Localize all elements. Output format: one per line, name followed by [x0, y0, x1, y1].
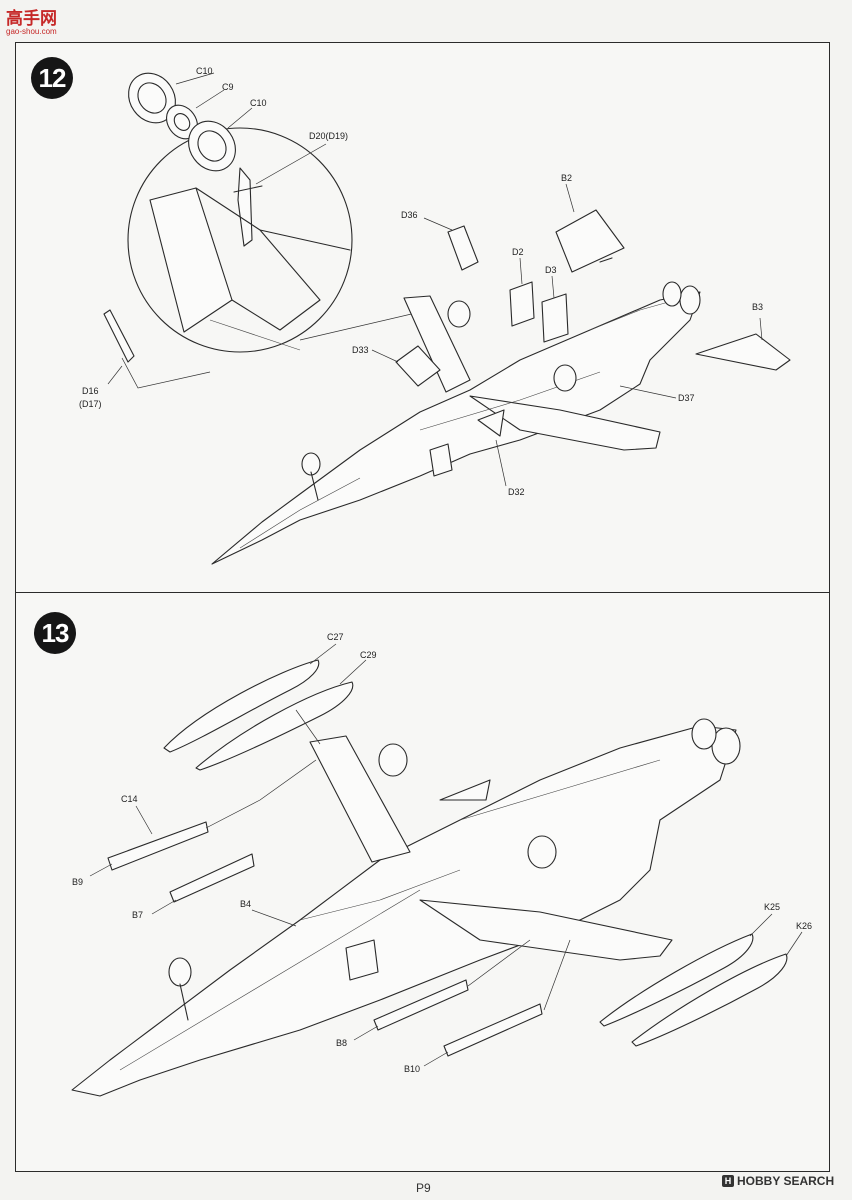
aircraft-wheel-main-12a: [447, 300, 471, 328]
watermark-url: gao-shou.com: [6, 27, 57, 36]
part-label: D37: [678, 393, 695, 403]
aircraft-wing-right-12: [469, 395, 661, 451]
part-label: C27: [327, 632, 344, 642]
part-label: B3: [752, 302, 764, 312]
aircraft-fuselage-13: [71, 725, 737, 1097]
hobby-search-logo-icon: H: [722, 1175, 734, 1187]
page-number: P9: [416, 1181, 431, 1195]
part-label: B7: [132, 910, 144, 920]
part-b10: [443, 1003, 543, 1057]
part-label: D2: [512, 247, 524, 257]
part-label: C10: [250, 98, 267, 108]
part-c29: [195, 681, 354, 771]
part-d2: [509, 281, 535, 327]
hobby-search-watermark: H HOBBY SEARCH: [722, 1174, 834, 1188]
part-c27: [163, 659, 320, 753]
aircraft-nose-wheel-12: [301, 452, 321, 476]
part-label: C14: [121, 794, 138, 804]
step-divider: [15, 592, 830, 593]
aircraft-fuselage-12: [211, 291, 701, 565]
part-d3: [541, 293, 569, 343]
part-label: D20(D19): [309, 131, 349, 141]
part-label: D16: [82, 386, 99, 396]
aircraft-wing-left-13: [309, 735, 411, 863]
part-d33: [395, 345, 441, 387]
aircraft-wheel-main-13a: [378, 743, 408, 777]
part-label: B10: [404, 1064, 421, 1074]
part-label: B4: [240, 899, 252, 909]
watermark-text: 高手网: [6, 9, 57, 28]
part-label: C29: [360, 650, 377, 660]
detail-circle: [127, 127, 353, 353]
part-b3: [695, 333, 791, 371]
part-k26: [631, 953, 788, 1047]
part-label: K26: [796, 921, 813, 931]
part-label: (D17): [79, 399, 102, 409]
part-c14-b9: [107, 821, 209, 871]
aircraft-wing-right-13: [419, 899, 673, 961]
aircraft-wheel-main-12b: [553, 364, 577, 392]
part-label: D33: [352, 345, 369, 355]
aircraft-wheel-main-13b: [527, 835, 557, 869]
step-12-badge: 12: [31, 57, 73, 99]
part-label: C9: [222, 82, 234, 92]
step-13-badge: 13: [34, 612, 76, 654]
part-d32: [477, 409, 505, 437]
part-k25: [599, 933, 754, 1027]
part-label: B2: [561, 173, 573, 183]
part-label: C10: [196, 66, 213, 76]
strut-d16: [103, 309, 135, 363]
part-label: D32: [508, 487, 525, 497]
part-label: D36: [401, 210, 418, 220]
part-b7: [169, 853, 255, 903]
part-label: B8: [336, 1038, 348, 1048]
gear-leg-d20: [237, 167, 253, 247]
part-label: B9: [72, 877, 84, 887]
part-label: K25: [764, 902, 781, 912]
part-b2: [555, 209, 625, 273]
wheel-c10-b: [188, 120, 236, 172]
part-label: D3: [545, 265, 557, 275]
part-d36: [447, 225, 479, 271]
watermark-logo: 高手网 gao-shou.com: [6, 4, 57, 36]
hobby-search-text: HOBBY SEARCH: [737, 1174, 835, 1188]
detail-leader: [299, 311, 421, 341]
aircraft-nose-wheel-13: [168, 957, 192, 987]
